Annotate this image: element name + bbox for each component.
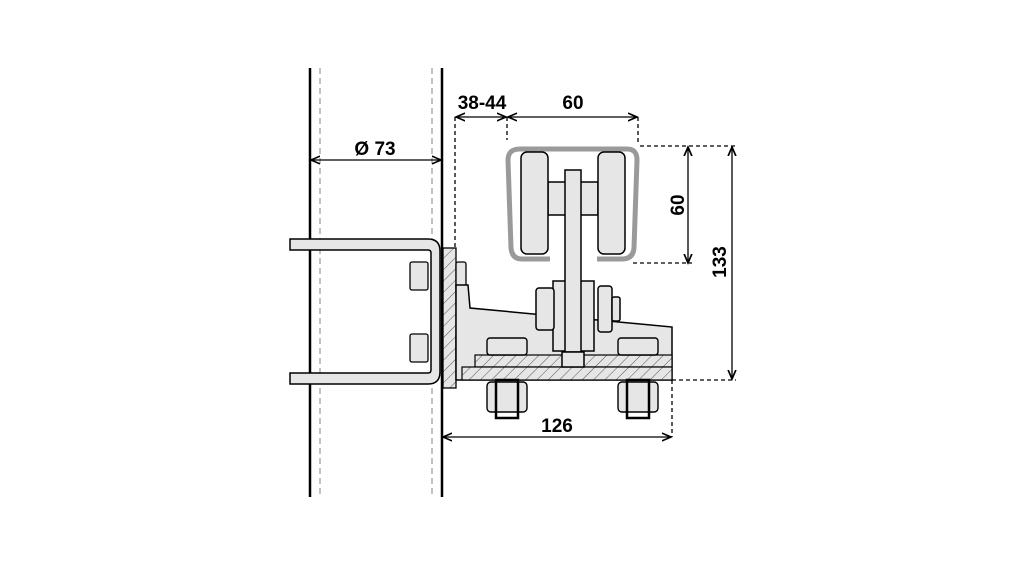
dim-wall-gap: 38-44 [458, 93, 507, 114]
clamp-plate [442, 247, 457, 389]
mounting-bolts [486, 337, 659, 420]
dim-pole-diameter: Ø 73 [354, 139, 395, 160]
dim-bracket-length: 126 [541, 416, 573, 437]
base-plate-bottom [461, 366, 673, 381]
dimension-lines [311, 117, 736, 437]
trolley [520, 151, 626, 368]
track-profile [505, 146, 640, 262]
u-bolt-clamp [289, 238, 441, 385]
dim-track-width: 60 [562, 93, 583, 114]
dim-track-height: 60 [668, 194, 689, 215]
dim-total-height: 133 [710, 246, 731, 278]
